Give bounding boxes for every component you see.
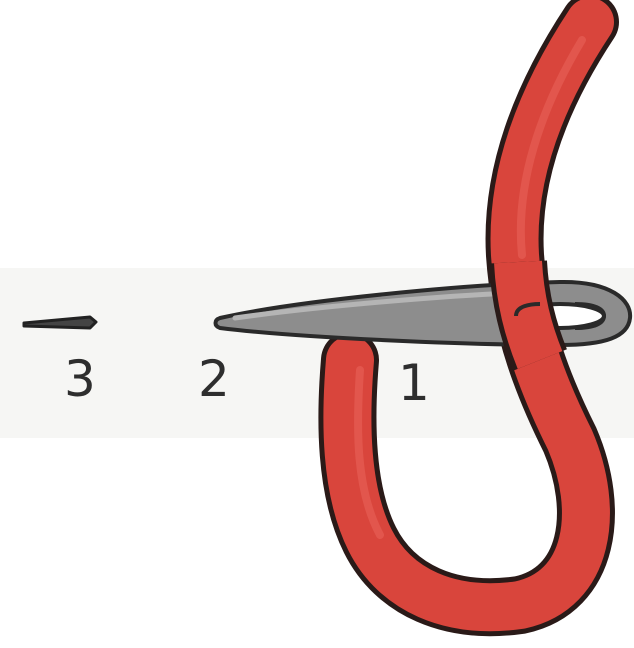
label-3: 3 — [64, 350, 96, 408]
label-1: 1 — [398, 354, 430, 412]
label-2: 2 — [198, 350, 230, 408]
